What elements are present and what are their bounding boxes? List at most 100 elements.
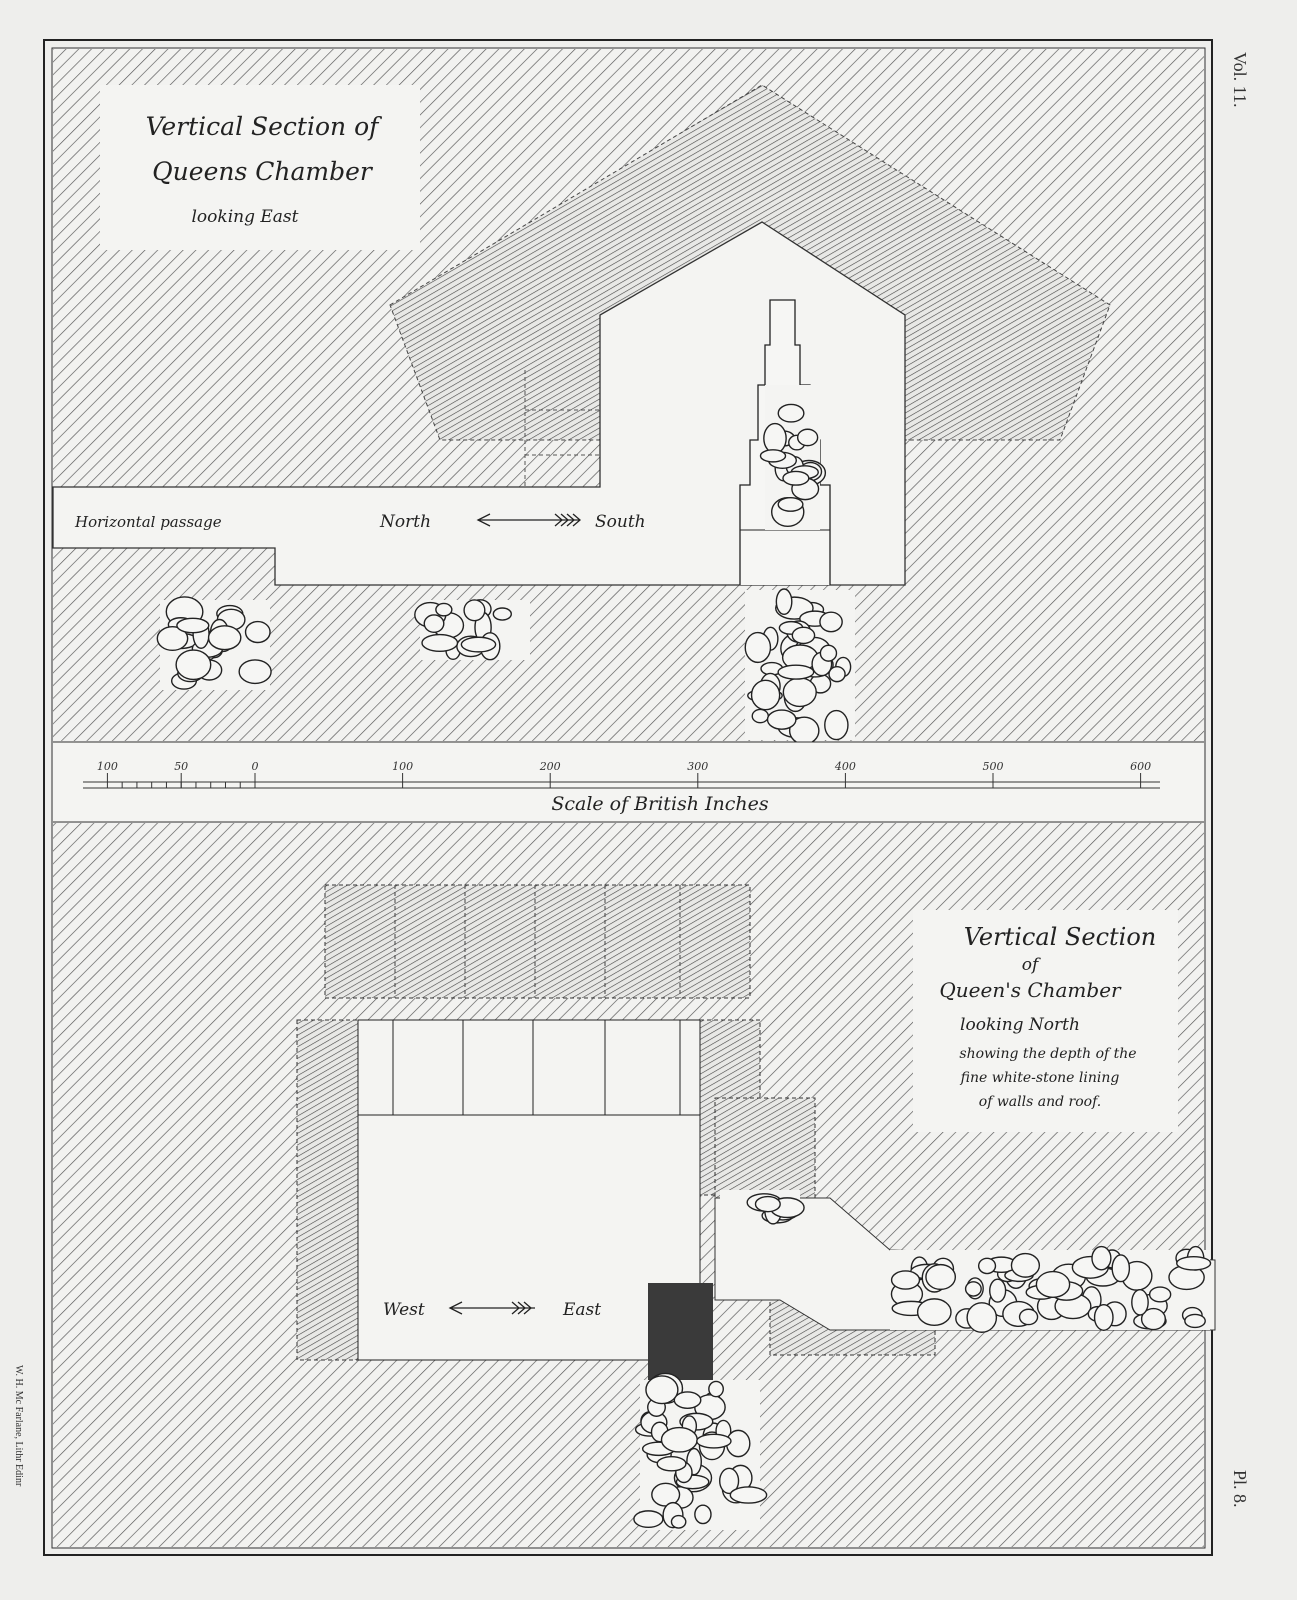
stone <box>751 708 769 724</box>
roof-blocks <box>324 884 751 999</box>
stone <box>916 1298 952 1327</box>
stone <box>421 633 459 652</box>
scale-tick-label: 200 <box>539 760 561 773</box>
stone <box>238 659 272 685</box>
stone <box>423 614 445 634</box>
stone <box>796 428 819 447</box>
note-1: showing the depth of the <box>959 1046 1136 1062</box>
stone <box>175 649 212 681</box>
scale-tick-label: 50 <box>174 760 188 773</box>
arrow-left-icon <box>476 513 581 527</box>
stone <box>1184 1313 1206 1329</box>
chamber-interior <box>357 1114 701 1361</box>
stone <box>1131 1289 1149 1316</box>
scale-tick-label: 400 <box>834 760 856 773</box>
passage-label: Horizontal passage <box>74 513 222 531</box>
roof-lining <box>357 1019 701 1116</box>
stone <box>1093 1303 1114 1331</box>
bottom-title-box <box>913 910 1178 1132</box>
scale-tick-label: 500 <box>983 760 1004 773</box>
bottom-title-3: Queen's Chamber <box>939 978 1122 1002</box>
stone <box>670 1514 687 1529</box>
dark-block <box>648 1283 713 1383</box>
stone <box>925 1263 957 1291</box>
rubble-stones-bottom <box>633 1190 1212 1530</box>
stone <box>673 1391 702 1409</box>
stone <box>819 644 838 662</box>
stone <box>656 1456 687 1472</box>
stone <box>782 470 810 486</box>
stone <box>989 1278 1007 1303</box>
stone <box>435 602 453 617</box>
south-label: South <box>595 512 646 532</box>
stone <box>744 631 772 664</box>
west-label: West <box>383 1300 425 1320</box>
stone <box>633 1510 664 1529</box>
east-label: East <box>562 1300 601 1320</box>
stone <box>660 1426 698 1453</box>
arrow-left-icon <box>448 1301 535 1315</box>
stone <box>708 1380 724 1398</box>
stone <box>775 588 793 616</box>
bottom-title-2: of <box>1022 955 1041 975</box>
stone <box>759 449 787 463</box>
stone <box>777 403 805 423</box>
west-wall-lining <box>296 1019 359 1361</box>
lithographer-credit: W. H. Mc Farlane, Lithr Edinr <box>13 1365 24 1487</box>
stone <box>207 625 242 651</box>
stone <box>754 1195 781 1213</box>
top-title-box <box>100 85 420 250</box>
stone <box>1176 1255 1212 1271</box>
stone <box>964 1281 982 1297</box>
scale-tick-label: 0 <box>252 760 259 773</box>
stone <box>1018 1308 1039 1326</box>
stone <box>244 620 271 644</box>
scale-title: Scale of British Inches <box>551 793 769 815</box>
rubble-stones <box>156 385 855 745</box>
top-title-2: Queens Chamber <box>152 157 374 186</box>
outer-border <box>43 39 1213 1556</box>
stone <box>782 677 817 708</box>
bottom-title-1: Vertical Section <box>964 923 1157 951</box>
stone <box>966 1302 998 1333</box>
stone <box>156 625 189 652</box>
stone <box>1148 1286 1172 1303</box>
stone <box>492 607 512 621</box>
chamber-and-passage <box>52 221 906 586</box>
stone <box>766 709 797 730</box>
stone <box>1091 1245 1112 1271</box>
stone <box>719 1467 740 1495</box>
scale-tick-label: 300 <box>687 760 708 773</box>
stone <box>645 1375 679 1405</box>
top-title-1: Vertical Section of <box>146 112 383 141</box>
north-label: North <box>379 512 431 532</box>
scale-tick-label: 100 <box>392 760 413 773</box>
stone <box>828 666 846 683</box>
note-3: of walls and roof. <box>979 1094 1101 1110</box>
stone <box>463 599 486 622</box>
stone <box>1140 1307 1166 1331</box>
stone <box>763 422 787 454</box>
stone <box>977 1257 997 1275</box>
stone <box>694 1504 712 1525</box>
stone <box>1010 1252 1041 1278</box>
bottom-title-4: looking North <box>960 1015 1080 1035</box>
note-2: fine white-stone lining <box>960 1070 1120 1086</box>
stone <box>791 626 816 645</box>
stone <box>1111 1254 1131 1283</box>
volume-label: Vol. 11. <box>1230 52 1250 108</box>
stone <box>750 679 781 711</box>
scale-tick-label: 600 <box>1130 760 1151 773</box>
stone <box>1035 1270 1071 1299</box>
stone <box>696 1433 732 1449</box>
stone <box>777 664 815 680</box>
stone <box>890 1270 921 1290</box>
stone <box>729 1486 768 1504</box>
stone <box>824 709 849 741</box>
top-title-3: looking East <box>192 207 299 227</box>
stone <box>176 617 210 634</box>
stone <box>777 496 804 512</box>
scale-tick-label: 100 <box>97 760 118 773</box>
